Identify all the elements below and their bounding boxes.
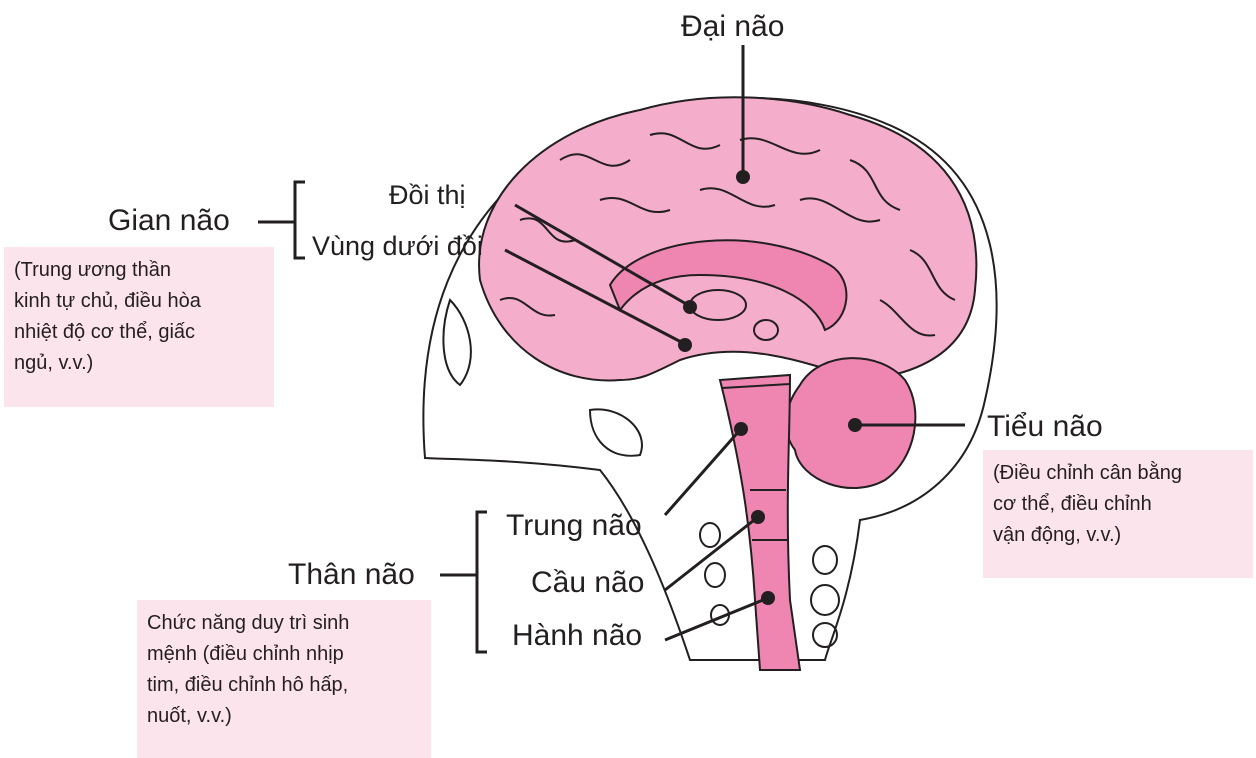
diencephalon-note: (Trung ương thần kinh tự chủ, điều hòa n… bbox=[4, 247, 274, 407]
thalamus-shape bbox=[690, 290, 746, 320]
brainstem-label: Thân não bbox=[288, 560, 415, 590]
midbrain-label: Trung não bbox=[506, 511, 642, 541]
medulla-label: Hành não bbox=[512, 621, 642, 651]
brainstem-note: Chức năng duy trì sinh mệnh (điều chỉnh … bbox=[137, 600, 431, 758]
diencephalon-label: Gian não bbox=[108, 206, 230, 236]
cerebellum-note: (Điều chỉnh cân bằng cơ thể, điều chỉnh … bbox=[983, 450, 1253, 578]
hypothalamus-label: Vùng dưới đồi bbox=[312, 233, 483, 260]
cerebrum-label: Đại não bbox=[681, 12, 784, 42]
thalamus-label: Đồi thị bbox=[389, 182, 466, 209]
cerebellum-label: Tiểu não bbox=[987, 412, 1103, 442]
cerebrum-shape bbox=[479, 97, 976, 380]
pons-label: Cầu não bbox=[531, 568, 644, 598]
